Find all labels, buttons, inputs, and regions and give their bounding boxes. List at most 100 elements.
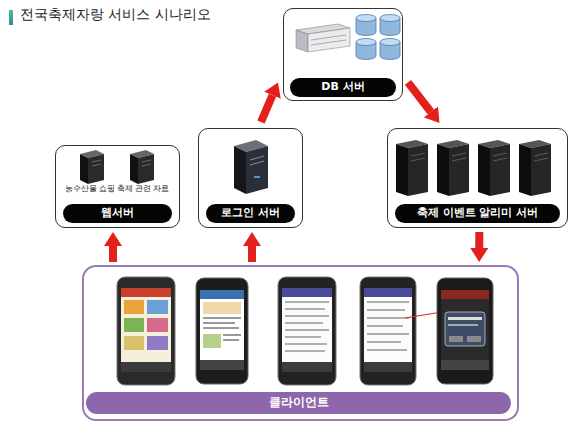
tower-server: [142, 160, 151, 162]
smartphone: [360, 277, 416, 385]
database-cylinders: [356, 15, 400, 60]
tower-server: [493, 158, 507, 161]
smartphone: [285, 301, 329, 352]
database-cylinders: [380, 42, 400, 60]
tower-server: [408, 144, 428, 196]
smartphone: [441, 290, 489, 299]
smartphone: [448, 317, 482, 320]
tower-server: [254, 176, 260, 178]
server-box: 축제 이벤트 알리미 서버: [387, 128, 568, 228]
tower-server: [452, 158, 466, 161]
tower-server: [490, 144, 510, 196]
smartphone: [196, 278, 248, 384]
tower-server: [437, 140, 469, 196]
server-label: 웹서버: [63, 204, 172, 223]
database-cylinders: [356, 15, 376, 22]
database-cylinders: [356, 42, 376, 60]
rack-server: [308, 28, 350, 52]
smartphone: [203, 327, 239, 329]
smartphone: [121, 288, 171, 372]
smartphone: [124, 318, 144, 332]
smartphone: [364, 288, 412, 372]
tower-server: [130, 150, 154, 158]
tower-server: [80, 150, 104, 184]
smartphone: [445, 312, 485, 346]
tower-server: [437, 144, 449, 196]
server-label: 로그인 서버: [206, 204, 295, 223]
tower-server: [138, 154, 154, 184]
title-bar: [9, 10, 13, 25]
tower-server: [531, 144, 551, 196]
tower-server: [519, 140, 551, 148]
server-label: DB 서버: [290, 78, 396, 97]
database-cylinders: [356, 18, 376, 36]
smartphone: [448, 324, 478, 326]
smartphone: [124, 300, 144, 314]
smartphone: [200, 290, 244, 299]
tower-server: [437, 140, 469, 148]
smartphone: [437, 278, 493, 384]
server-box: 농수산물 쇼핑축제 관련 자료웹서버: [55, 145, 180, 228]
tower-server: [452, 153, 466, 156]
tower-server: [246, 146, 268, 194]
flow-arrow: [408, 82, 431, 112]
database-cylinders: [356, 15, 400, 60]
smartphone: [367, 325, 403, 327]
rack-server: [296, 30, 308, 52]
smartphone: [285, 322, 323, 324]
tower-server: [234, 140, 268, 152]
smartphone: [449, 336, 463, 342]
tower-server: [396, 144, 408, 196]
server-label: 축제 이벤트 알리미 서버: [395, 204, 560, 223]
smartphone: [121, 362, 171, 372]
flow-arrow: [248, 246, 256, 262]
smartphone: [364, 288, 412, 297]
tower-server: [411, 158, 425, 161]
tower-server: [396, 140, 428, 148]
smartphone: [196, 278, 248, 384]
tower-server: [80, 150, 104, 158]
client-label: 클라이언트: [86, 392, 511, 414]
smartphone: [441, 360, 489, 370]
smartphone: [223, 339, 239, 341]
smartphone: [200, 360, 244, 370]
smartphone: [285, 336, 321, 338]
smartphone: [285, 308, 325, 310]
smartphone: [147, 300, 168, 314]
diagram-title: 전국축제자랑 서비스 시나리오: [20, 6, 211, 24]
flow-arrow: [475, 232, 483, 248]
server-box: 로그인 서버: [198, 128, 303, 228]
tower-server: [130, 150, 154, 184]
database-cylinders: [380, 18, 400, 36]
smartphone: [367, 349, 407, 351]
rack-server: [296, 24, 350, 52]
smartphone: [285, 301, 329, 303]
item-label: 농수산물 쇼핑: [58, 183, 122, 195]
tower-server: [519, 144, 531, 196]
smartphone: [467, 336, 481, 342]
tower-server: [534, 153, 548, 156]
tower-server: [142, 164, 151, 166]
smartphone: [147, 318, 168, 332]
smartphone: [367, 317, 409, 319]
tower-server: [449, 144, 469, 196]
tower-server: [92, 164, 101, 166]
tower-server: [250, 156, 264, 160]
smartphone: [203, 302, 241, 314]
tower-server: [234, 146, 246, 194]
tower-server: [88, 154, 104, 184]
smartphone: [124, 336, 144, 350]
smartphone: [278, 277, 336, 385]
smartphone: [367, 301, 409, 351]
smartphone: [282, 288, 332, 372]
tower-server: [478, 144, 490, 196]
database-cylinders: [380, 39, 400, 46]
tower-server: [80, 154, 88, 184]
tower-server: [478, 140, 510, 196]
smartphone: [203, 317, 241, 319]
flow-arrow: [261, 95, 272, 122]
smartphone: [364, 362, 412, 372]
server-box: DB 서버: [283, 8, 403, 101]
smartphone: [367, 341, 401, 343]
tower-server: [396, 140, 428, 196]
